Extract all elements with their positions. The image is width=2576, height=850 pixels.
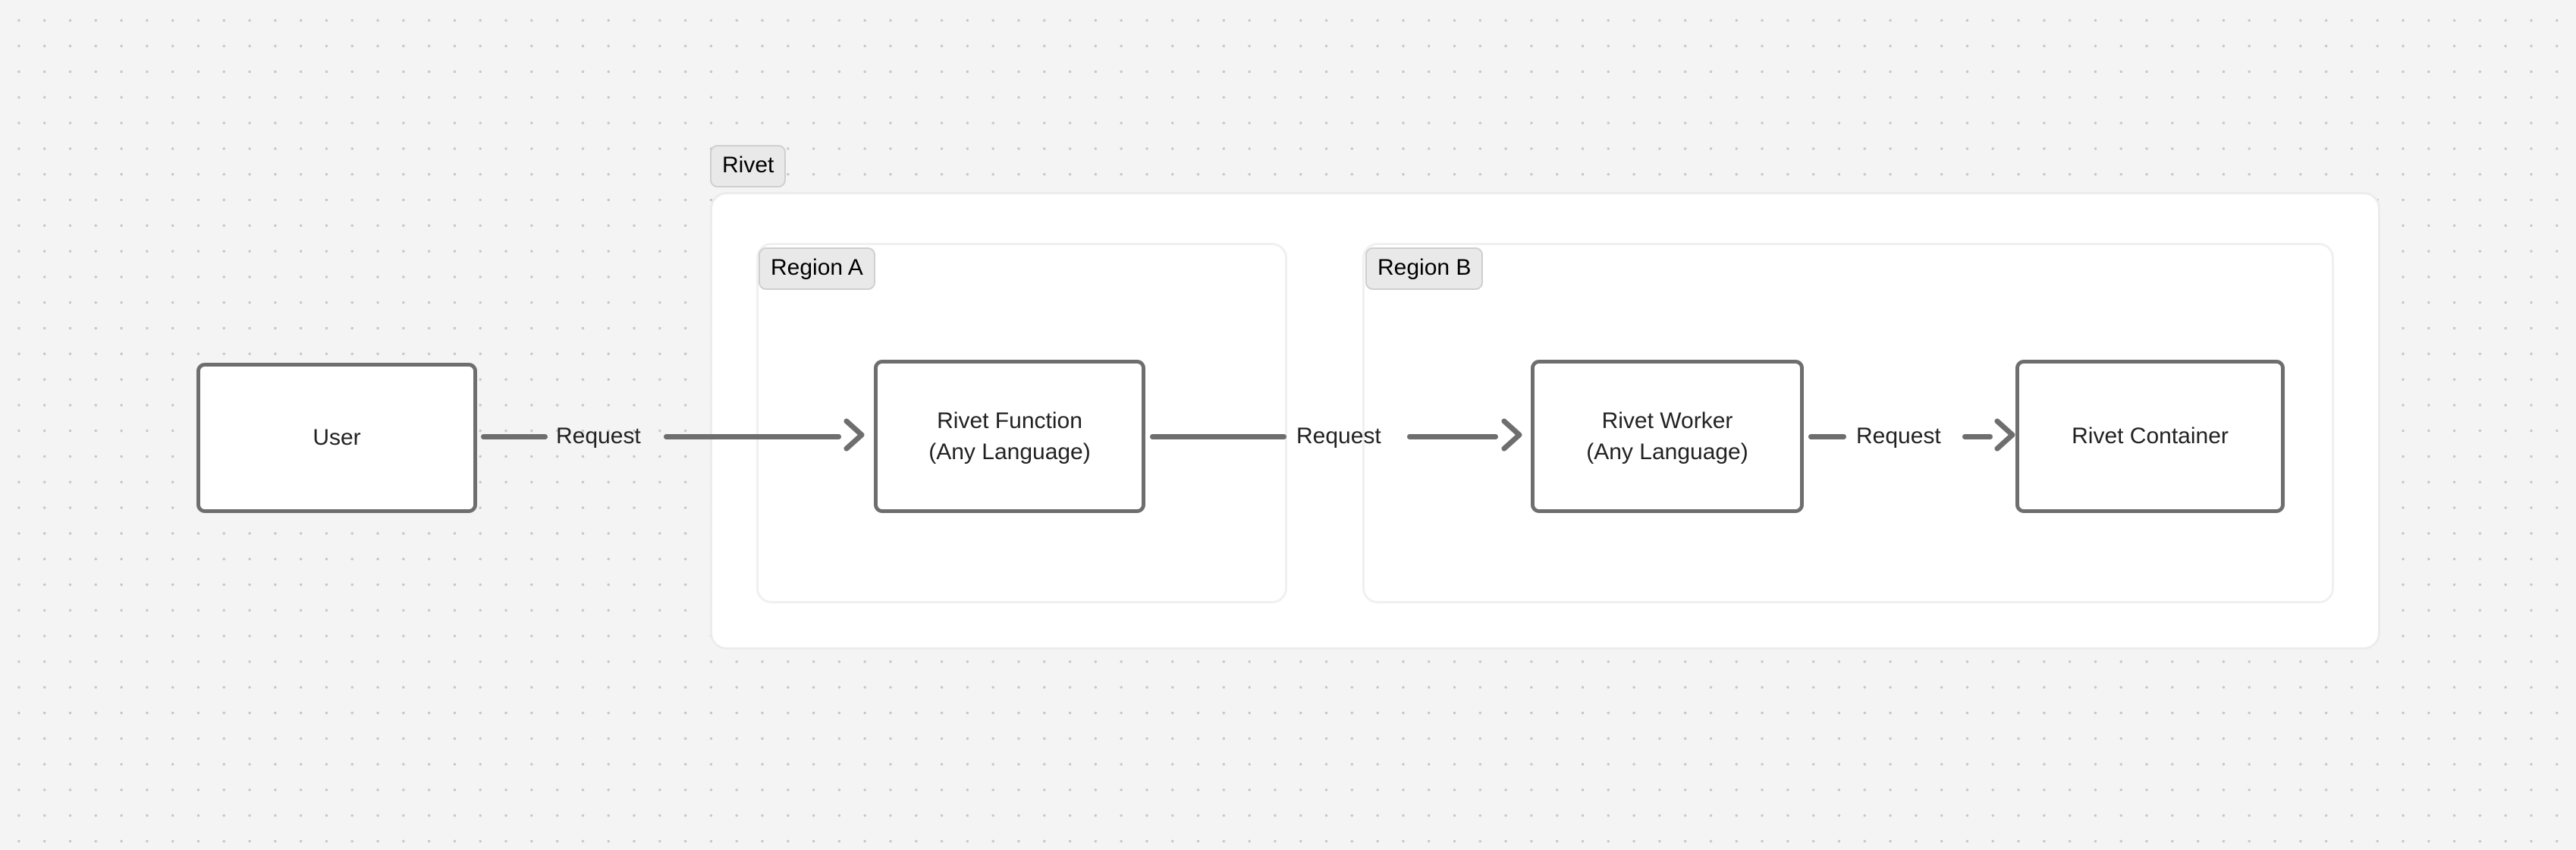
- group-label-region-b: Region B: [1365, 247, 1484, 290]
- group-label-rivet: Rivet: [710, 145, 787, 187]
- edge-function-to-worker-segment-left: [1150, 434, 1286, 439]
- node-user[interactable]: User: [196, 363, 477, 513]
- arrowhead-icon: [843, 418, 865, 452]
- arrowhead-icon: [1501, 418, 1522, 452]
- node-rivet-function-sublabel: (Any Language): [928, 439, 1091, 464]
- edge-label-worker-to-container: Request: [1856, 423, 1941, 449]
- node-rivet-container[interactable]: Rivet Container: [2015, 360, 2285, 513]
- edge-worker-to-container-segment-right: [1962, 434, 1993, 439]
- node-rivet-container-label: Rivet Container: [2072, 423, 2229, 449]
- node-rivet-worker-label: Rivet Worker: [1601, 408, 1733, 433]
- node-rivet-worker[interactable]: Rivet Worker (Any Language): [1531, 360, 1804, 513]
- edge-worker-to-container-segment-left: [1808, 434, 1846, 439]
- node-user-label: User: [313, 425, 361, 451]
- node-rivet-function[interactable]: Rivet Function (Any Language): [874, 360, 1145, 513]
- node-rivet-function-label: Rivet Function: [937, 408, 1082, 433]
- group-label-region-a: Region A: [759, 247, 875, 290]
- node-rivet-worker-sublabel: (Any Language): [1586, 439, 1748, 464]
- edge-user-to-function-segment-right: [664, 434, 841, 439]
- edge-label-user-to-function: Request: [556, 423, 641, 449]
- edge-label-function-to-worker: Request: [1296, 423, 1381, 449]
- arrowhead-icon: [1994, 418, 2015, 452]
- edge-user-to-function-segment-left: [481, 434, 548, 439]
- edge-function-to-worker-segment-right: [1407, 434, 1498, 439]
